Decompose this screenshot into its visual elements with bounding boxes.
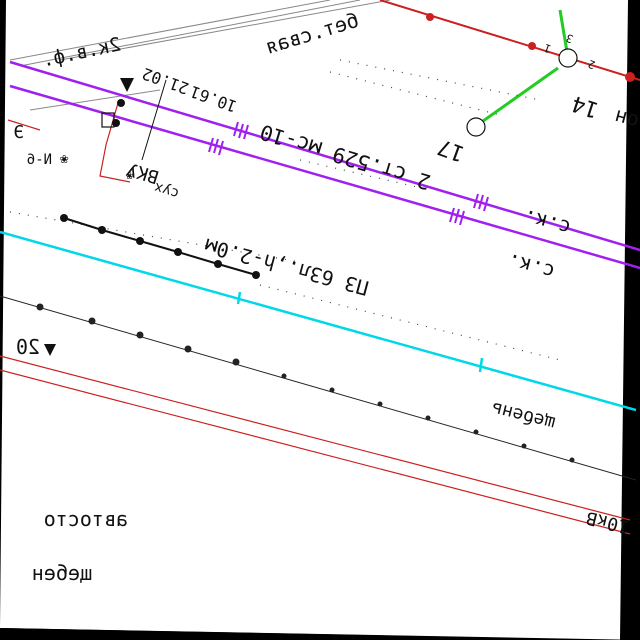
tree-icon: ❀ [60, 151, 69, 167]
post-dot [117, 99, 125, 107]
level-triangle [44, 344, 56, 356]
post-dot [112, 119, 120, 127]
red-node [528, 42, 536, 50]
purple-cable [9, 60, 640, 270]
cyan-line [0, 230, 637, 412]
label-num-2: 2 [586, 57, 597, 71]
red-line-top [379, 0, 640, 81]
fence-line [0, 295, 637, 481]
node-circle-17[interactable] [466, 117, 486, 137]
label-sukh: сух [152, 179, 181, 202]
bottom-black-border [0, 628, 620, 640]
vku-leader [141, 79, 167, 161]
label-avtostoyanka: автосто [44, 507, 128, 531]
label-e: Э [13, 122, 24, 143]
red-lines-bottom [0, 355, 631, 535]
label-n6: N-6 [27, 152, 52, 168]
vku-structure [7, 102, 131, 183]
label-num-1: 1 [542, 41, 553, 55]
cable-ticks [208, 121, 489, 226]
pz-polyline [60, 214, 260, 279]
label-shcheben-left: щебен [32, 561, 92, 585]
node-circle-14[interactable] [558, 48, 578, 68]
red-node [426, 13, 434, 21]
road-edges [9, 0, 391, 111]
label-level: 20 [16, 335, 40, 359]
red-node [625, 72, 635, 82]
tree-icon: ❀ [126, 168, 133, 182]
marker-triangle [120, 78, 134, 92]
label-num-3: 3 [564, 31, 575, 45]
